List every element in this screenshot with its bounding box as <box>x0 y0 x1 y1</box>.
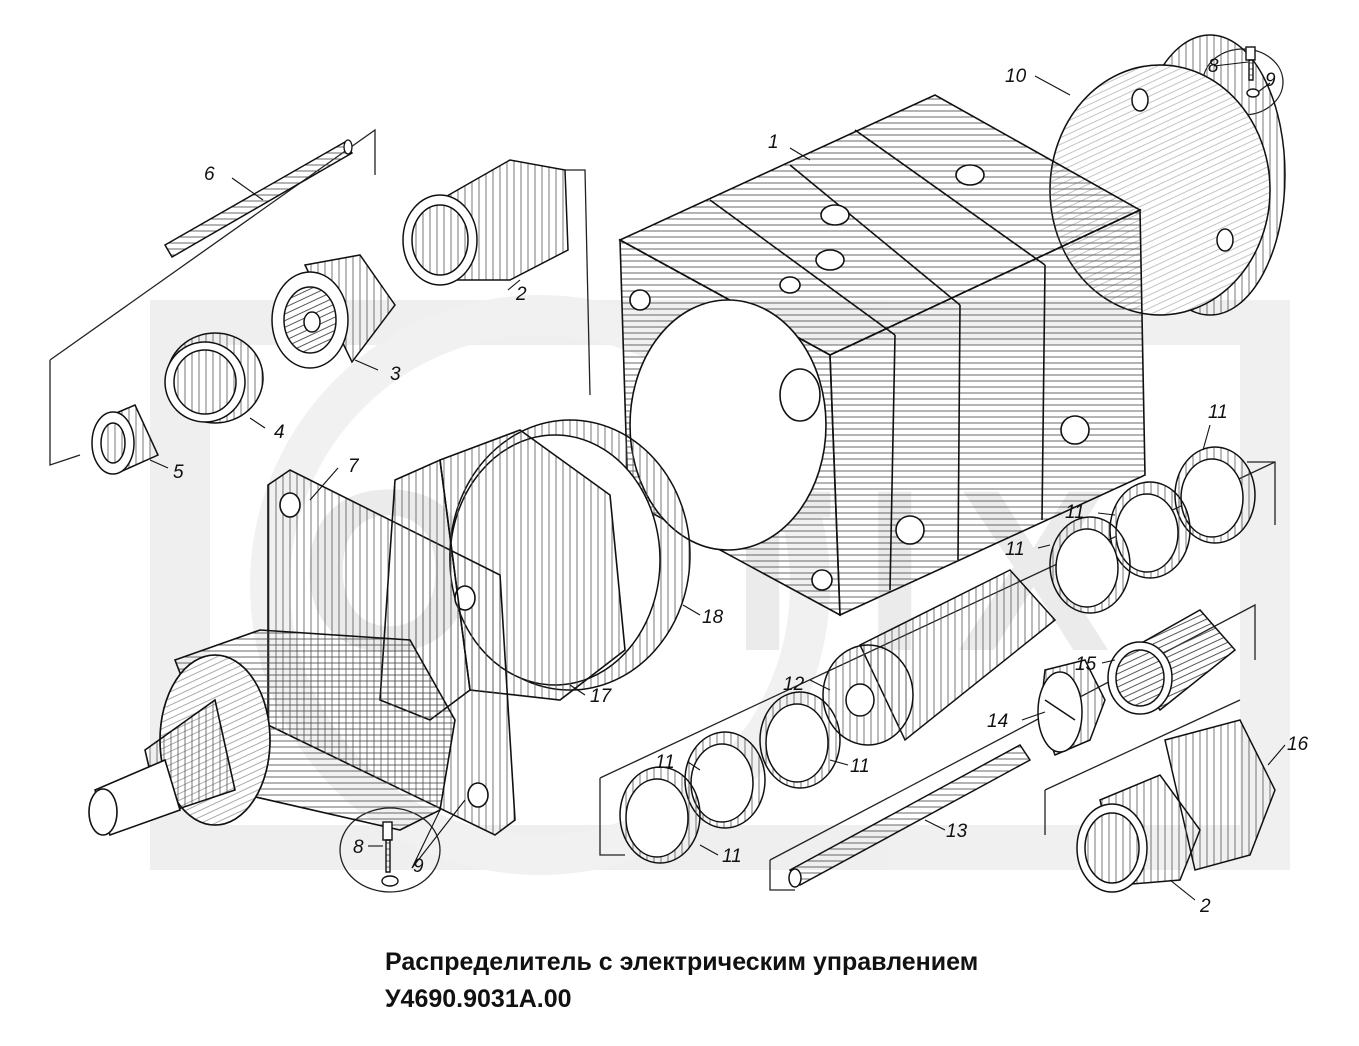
callout-3: 3 <box>390 364 401 385</box>
callout-1: 1 <box>768 132 779 153</box>
callout-11: 11 <box>1005 539 1025 560</box>
callout-6: 6 <box>204 164 215 185</box>
cap-16-sleeve-2-bottom <box>1076 719 1276 893</box>
sleeve-2-top <box>402 159 569 286</box>
callout-13: 13 <box>946 821 968 842</box>
nut-14 <box>1037 659 1106 756</box>
cover-10 <box>1049 34 1286 316</box>
callout-17: 17 <box>590 686 613 707</box>
callout-5: 5 <box>173 462 184 483</box>
spool-12 <box>822 569 1057 746</box>
callout-7: 7 <box>348 456 360 477</box>
flange-7 <box>88 458 516 837</box>
piston-3 <box>271 254 396 369</box>
callout-labels: 1 2 2 3 4 5 6 7 8 8 9 9 10 11 11 11 11 1… <box>173 56 1309 917</box>
callout-4: 4 <box>274 422 285 443</box>
spring-15 <box>1107 609 1237 715</box>
o-rings-11 <box>619 446 1256 864</box>
ring-4 <box>164 332 264 424</box>
callout-14: 14 <box>987 711 1008 732</box>
drawing-title: Распределитель с электрическим управлени… <box>385 948 979 976</box>
pin-6 <box>163 139 354 259</box>
callout-8: 8 <box>1208 56 1219 77</box>
bolt-8-washer-9-top <box>1245 46 1260 98</box>
callout-15: 15 <box>1075 654 1097 675</box>
stem-13 <box>788 744 1032 888</box>
callout-11: 11 <box>1065 502 1085 523</box>
callout-9: 9 <box>413 856 424 877</box>
callout-8: 8 <box>353 837 364 858</box>
callout-11: 11 <box>722 846 742 867</box>
leader-lines <box>149 61 1286 901</box>
callout-2: 2 <box>515 284 527 305</box>
drawing-part-number: У4690.9031А.00 <box>385 985 572 1013</box>
bolt-8-washer-9-bottom <box>381 821 399 887</box>
callout-11: 11 <box>1208 402 1228 423</box>
callout-2: 2 <box>1199 896 1211 917</box>
callout-9: 9 <box>1265 70 1276 91</box>
callout-11: 11 <box>850 756 870 777</box>
callout-16: 16 <box>1287 734 1309 755</box>
callout-11: 11 <box>655 752 675 773</box>
callout-12: 12 <box>783 674 805 695</box>
bushing-5 <box>91 404 159 475</box>
callout-10: 10 <box>1005 66 1027 87</box>
callout-18: 18 <box>702 607 724 628</box>
